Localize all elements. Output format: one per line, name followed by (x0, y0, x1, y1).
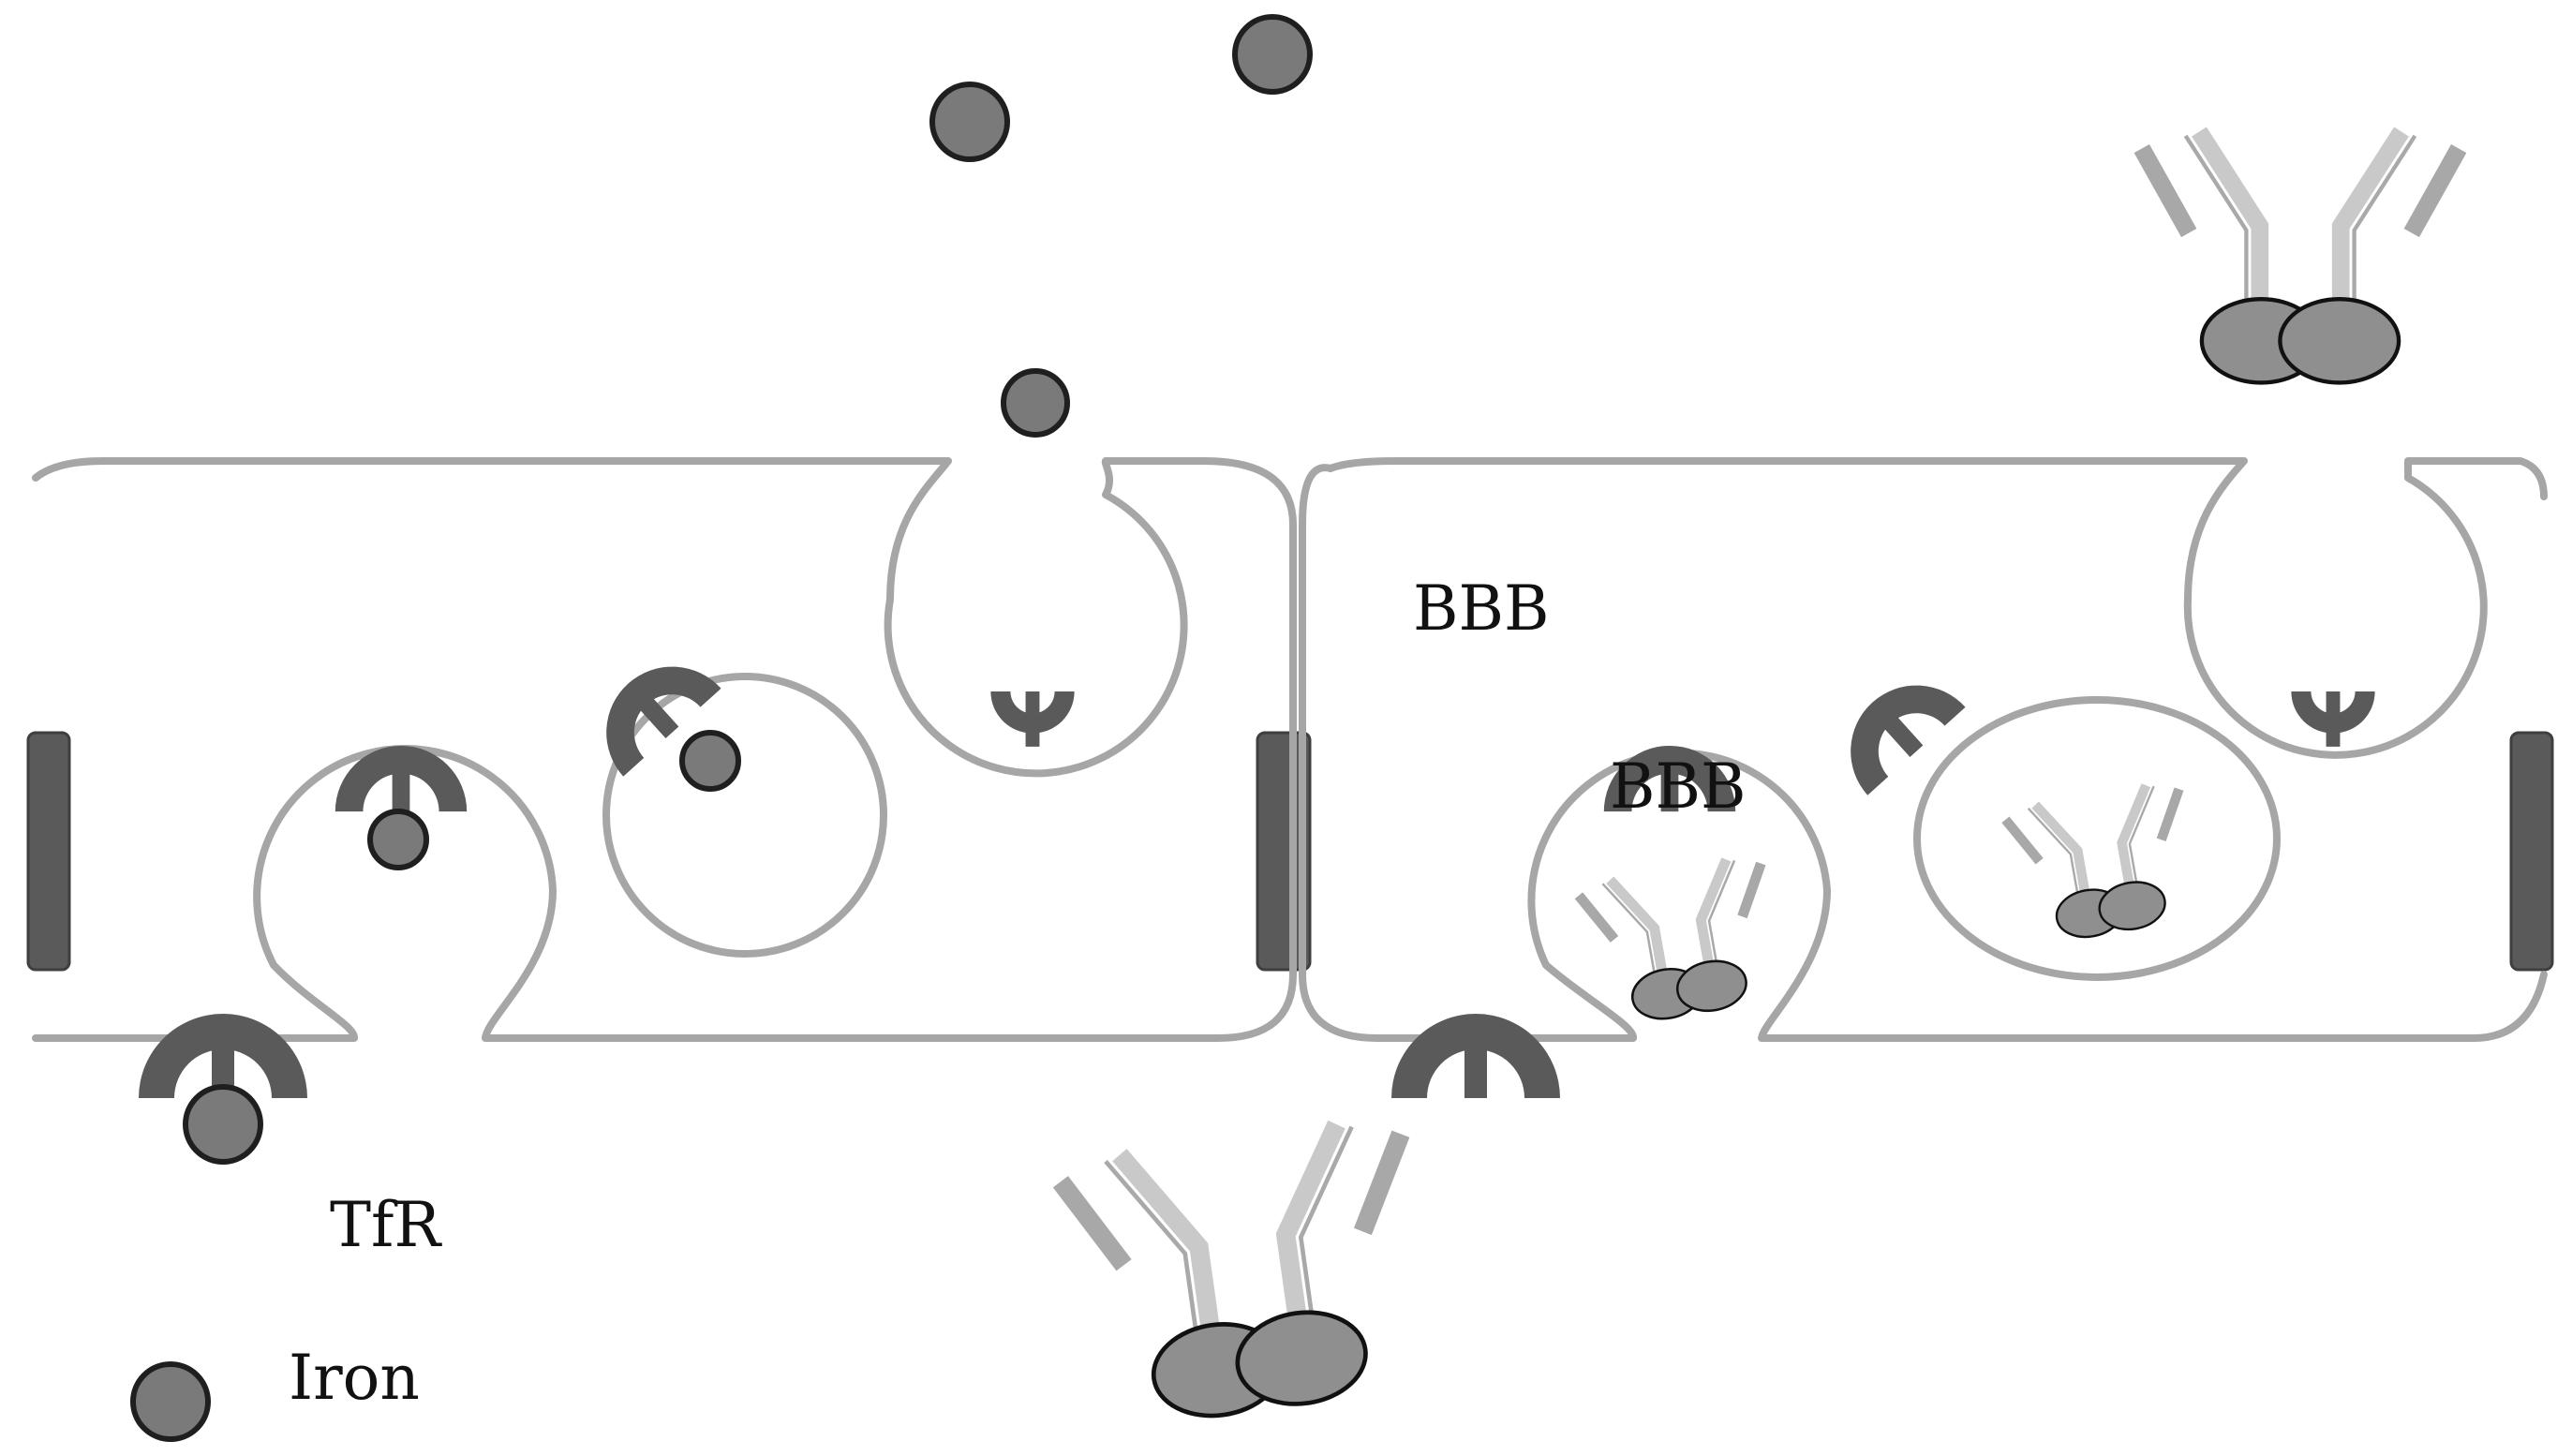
iron-particle-1 (929, 82, 1010, 162)
iron-particle-2 (1232, 14, 1313, 95)
receptors-left-cell (139, 639, 1075, 1165)
antibody-top-right (2142, 132, 2459, 383)
vesicle-right-middle (1913, 696, 2281, 981)
iron-bound-vesicle-left (679, 730, 741, 792)
iron-bound-bottom-left (183, 1084, 263, 1165)
endothelial-cell-right (1299, 457, 2548, 1042)
iron-particle-3 (1001, 368, 1070, 438)
label-bbb-top: BBB (1413, 572, 1550, 645)
antibody-bottom-center (1058, 1116, 1435, 1433)
endothelial-cell-left (32, 457, 1297, 1042)
label-tfr: TfR (330, 1189, 442, 1261)
iron-bound-pit-left (367, 809, 429, 870)
label-bbb-vesicle: BBB (1610, 750, 1747, 823)
tfr-apical-right (2291, 691, 2375, 747)
vesicle-left-middle (602, 673, 887, 958)
label-iron: Iron (289, 1342, 420, 1414)
tfr-apical-left (990, 691, 1075, 747)
antibody-in-pit-right (1577, 854, 1785, 1030)
tfr-bottom-right (1391, 1014, 1560, 1098)
tfr-vesicle-right (1823, 658, 1966, 795)
antibody-in-vesicle-right (2004, 780, 2202, 947)
tight-junction-left (26, 731, 71, 972)
free-iron-group (929, 14, 1313, 438)
iron-icon (130, 1361, 211, 1442)
receptors-right-cell (1391, 658, 2375, 1098)
tight-junction-right (2509, 731, 2554, 972)
